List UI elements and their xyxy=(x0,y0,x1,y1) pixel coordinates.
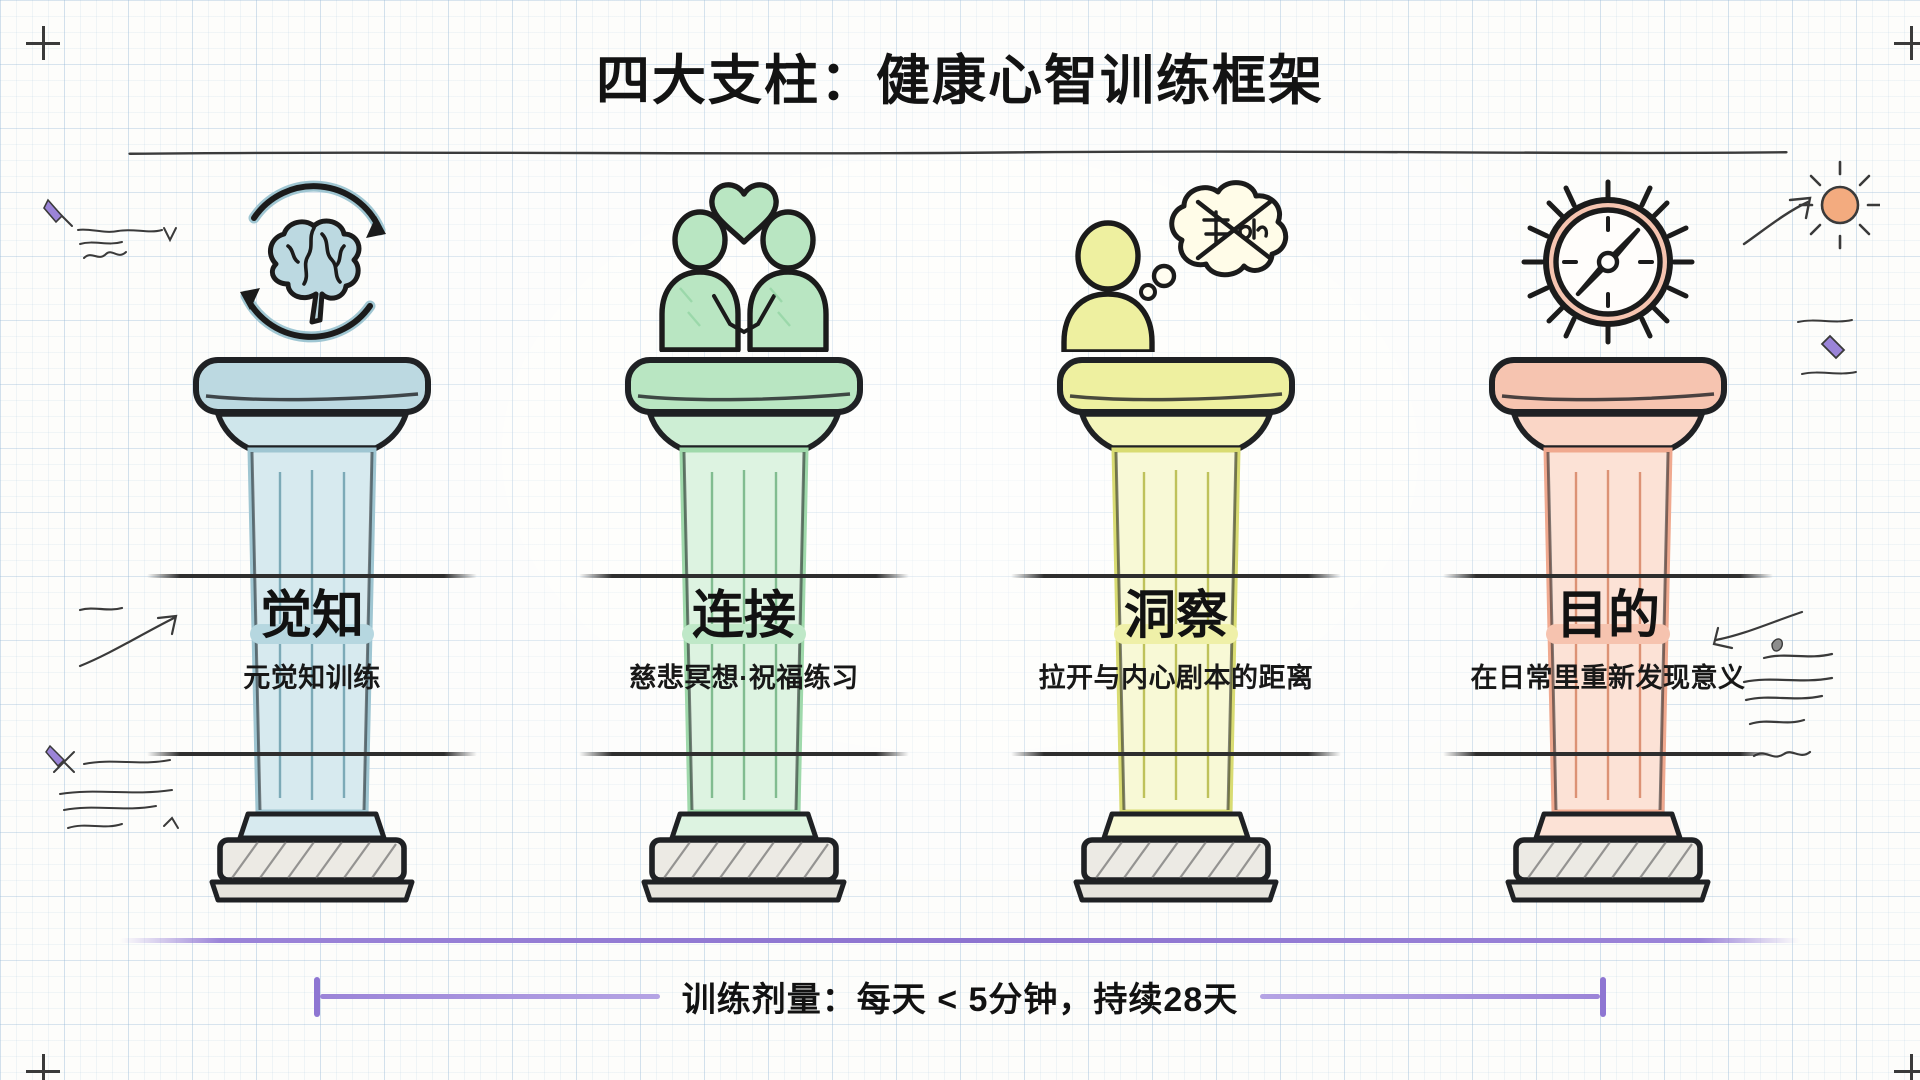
pillar-insight[interactable]: 洞察 拉开与内心剧本的距离 xyxy=(960,170,1392,960)
dose-bar-line-right xyxy=(1260,994,1601,999)
pillar-shelf-bottom xyxy=(147,752,477,756)
two-people-heart-icon xyxy=(528,170,960,352)
dose-bar: 训练剂量：每天 < 5分钟，持续28天 xyxy=(0,972,1920,1021)
title-divider xyxy=(128,150,1788,155)
pillar-shelf-top xyxy=(1443,574,1773,578)
compass-sun-icon xyxy=(1392,170,1824,352)
dose-bar-cap-right xyxy=(1600,976,1607,1017)
pillar-shelf-bottom xyxy=(579,752,909,756)
pillar-connection[interactable]: 连接 慈悲冥想·祝福练习 xyxy=(528,170,960,960)
pillar-column-connection: 连接 慈悲冥想·祝福练习 xyxy=(528,352,960,952)
dose-bar-cap-left xyxy=(313,976,320,1017)
pillar-shelf-top xyxy=(579,574,909,578)
brain-cycle-icon xyxy=(96,170,528,352)
page-title-wrap: 四大支柱：健康心智训练框架 xyxy=(0,51,1920,111)
thought-bubble-crossed-icon xyxy=(960,170,1392,352)
dose-text: 训练剂量：每天 < 5分钟，持续28天 xyxy=(681,981,1239,1019)
pillar-column-purpose: 目的 在日常里重新发现意义 xyxy=(1392,352,1824,952)
pillar-awareness[interactable]: 觉知 元觉知训练 xyxy=(96,170,528,960)
pillar-column-insight: 洞察 拉开与内心剧本的距离 xyxy=(960,352,1392,952)
dose-bar-line-left xyxy=(319,994,660,999)
page-title: 四大支柱：健康心智训练框架 xyxy=(596,51,1324,111)
pillar-shelf-bottom xyxy=(1443,752,1773,756)
ground-line xyxy=(120,938,1800,943)
pillars-row: 觉知 元觉知训练 xyxy=(96,170,1824,960)
pillar-shelf-top xyxy=(1011,574,1341,578)
pillar-column-awareness: 觉知 元觉知训练 xyxy=(96,352,528,952)
pillar-shelf-bottom xyxy=(1011,752,1341,756)
pillar-shelf-top xyxy=(147,574,477,578)
pillar-purpose[interactable]: 目的 在日常里重新发现意义 xyxy=(1392,170,1824,960)
